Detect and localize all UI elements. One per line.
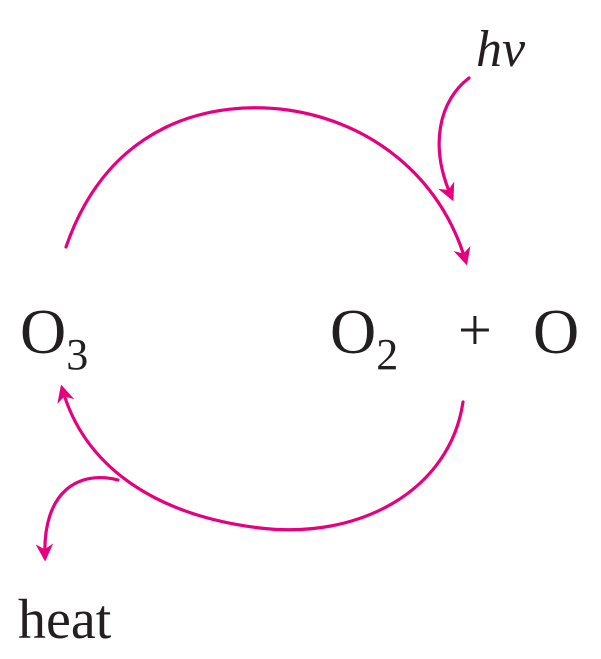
photon-input-arrow [437,76,471,202]
heat-output-arrow [35,475,120,562]
oxygen-molecule-symbol: O [330,296,376,367]
ozone-subscript: 3 [66,330,88,379]
ozone-label: O3 [20,296,88,379]
photodissociation-arrow [64,106,471,266]
ozone-symbol: O [20,296,66,367]
oxygen-molecule-subscript: 2 [376,330,398,379]
heat-label: heat [18,589,112,651]
oxygen-atom-label: O [533,296,579,367]
photon-label: hv [476,21,526,78]
oxygen-molecule-label: O2 [330,296,398,379]
plus-sign: + [458,297,492,363]
recombination-arrow [57,384,465,532]
